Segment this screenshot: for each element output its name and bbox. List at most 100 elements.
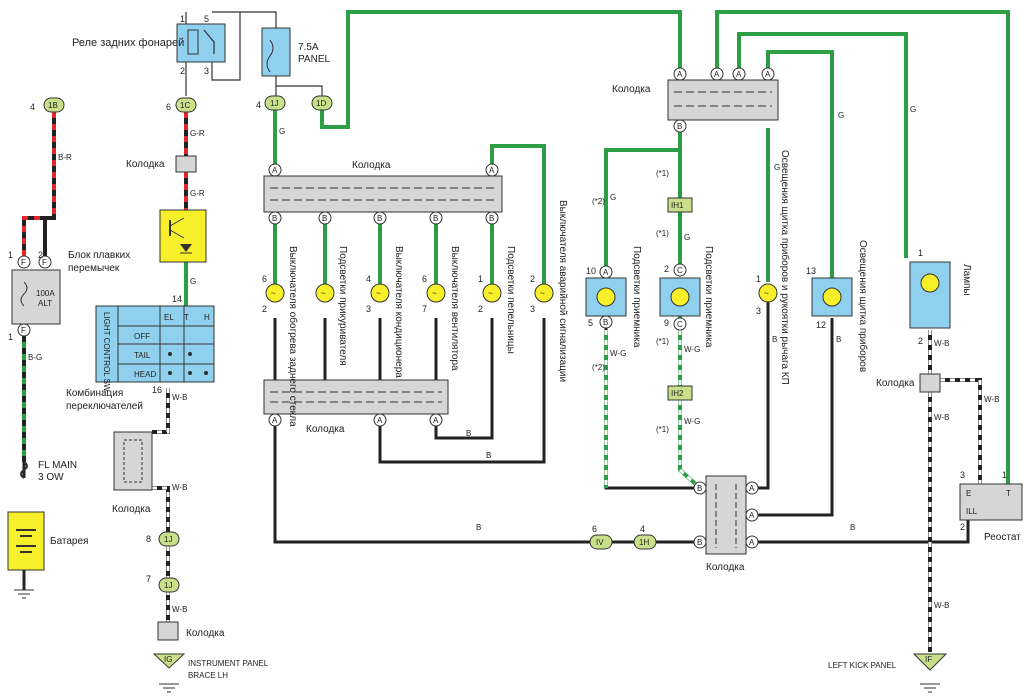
svg-text:4: 4 bbox=[640, 524, 645, 534]
svg-text:переключателей: переключателей bbox=[66, 401, 143, 412]
svg-text:B: B bbox=[272, 214, 277, 223]
svg-text:Комбинация: Комбинация bbox=[66, 387, 123, 399]
svg-text:B: B bbox=[603, 318, 608, 327]
svg-text:(*1): (*1) bbox=[656, 169, 669, 178]
svg-text:16: 16 bbox=[152, 385, 162, 395]
svg-text:~: ~ bbox=[488, 289, 493, 298]
wire-code-labels: B-R G-R G-R G G G G G G G B B B B B B W-… bbox=[28, 105, 999, 614]
svg-text:G: G bbox=[684, 233, 690, 242]
svg-text:IG: IG bbox=[164, 655, 172, 664]
relay-pin-3: 3 bbox=[204, 66, 209, 76]
svg-text:~: ~ bbox=[271, 289, 276, 298]
svg-text:IH2: IH2 bbox=[671, 389, 684, 398]
svg-text:C: C bbox=[677, 266, 683, 275]
svg-text:B: B bbox=[322, 214, 327, 223]
svg-text:Лампы: Лампы bbox=[961, 264, 972, 296]
svg-text:G: G bbox=[190, 277, 196, 286]
svg-text:LEFT KICK PANEL: LEFT KICK PANEL bbox=[828, 661, 897, 670]
svg-text:Выключателя вентилятора: Выключателя вентилятора bbox=[449, 246, 460, 371]
bulb-fan: ~ bbox=[426, 283, 446, 303]
black-wires bbox=[22, 300, 970, 590]
relay-pin-5: 5 bbox=[204, 14, 209, 24]
svg-text:W-G: W-G bbox=[610, 349, 626, 358]
svg-text:9: 9 bbox=[664, 318, 669, 328]
striped-wires bbox=[22, 112, 188, 462]
svg-text:~: ~ bbox=[540, 289, 545, 298]
svg-text:EL: EL bbox=[164, 313, 174, 322]
fusible-link-block: F F 100A ALT F Блок плавких перемычек bbox=[11, 250, 130, 337]
svg-text:3: 3 bbox=[960, 470, 965, 480]
svg-text:B-G: B-G bbox=[28, 353, 42, 362]
svg-text:ILL: ILL bbox=[966, 507, 978, 516]
bulb-ashtray: ~ bbox=[482, 283, 502, 303]
lamps-box: Лампы bbox=[909, 261, 972, 329]
relay-label: Реле задних фонарей bbox=[72, 37, 184, 49]
svg-text:2: 2 bbox=[530, 274, 535, 284]
svg-text:A: A bbox=[603, 268, 609, 277]
svg-text:B: B bbox=[433, 214, 438, 223]
svg-text:1: 1 bbox=[1002, 470, 1007, 480]
svg-text:A: A bbox=[272, 416, 278, 425]
svg-text:4: 4 bbox=[366, 274, 371, 284]
svg-text:6: 6 bbox=[166, 102, 171, 112]
svg-text:Подсветки приемника: Подсветки приемника bbox=[631, 246, 642, 348]
svg-text:IH1: IH1 bbox=[671, 201, 684, 210]
bulb-rear-window: ~ bbox=[265, 283, 285, 303]
svg-text:8: 8 bbox=[146, 534, 151, 544]
svg-text:Выключателя кондиционера: Выключателя кондиционера bbox=[393, 246, 404, 378]
svg-text:2: 2 bbox=[918, 336, 923, 346]
svg-text:F: F bbox=[42, 258, 47, 267]
svg-text:B: B bbox=[377, 214, 382, 223]
svg-text:2: 2 bbox=[664, 264, 669, 274]
svg-text:6: 6 bbox=[592, 524, 597, 534]
svg-text:BRACE LH: BRACE LH bbox=[188, 671, 228, 680]
svg-text:1: 1 bbox=[756, 274, 761, 284]
svg-text:14: 14 bbox=[172, 294, 182, 304]
svg-text:Колодка: Колодка bbox=[612, 84, 651, 95]
svg-text:OFF: OFF bbox=[134, 332, 150, 341]
connector-IV: IV bbox=[589, 534, 613, 550]
fuse-block-label-2: перемычек bbox=[68, 263, 120, 274]
svg-text:B: B bbox=[486, 451, 491, 460]
svg-text:1J: 1J bbox=[164, 535, 172, 544]
svg-text:LIGHT CONTROL SW: LIGHT CONTROL SW bbox=[102, 312, 111, 392]
svg-text:2: 2 bbox=[38, 250, 43, 260]
svg-text:~: ~ bbox=[432, 289, 437, 298]
svg-text:B: B bbox=[489, 214, 494, 223]
svg-text:2: 2 bbox=[478, 304, 483, 314]
svg-text:7: 7 bbox=[422, 304, 427, 314]
svg-text:B: B bbox=[697, 484, 702, 493]
svg-text:W-B: W-B bbox=[172, 605, 187, 614]
relay-pin-2: 2 bbox=[180, 66, 185, 76]
svg-text:G: G bbox=[610, 193, 616, 202]
connector-1B: 1B 4 bbox=[30, 97, 65, 113]
relay-pin-1: 1 bbox=[180, 14, 185, 24]
svg-text:1H: 1H bbox=[639, 538, 649, 547]
right-bottom-connector: Колодка B B A A A bbox=[693, 475, 759, 573]
svg-text:A: A bbox=[736, 70, 742, 79]
svg-text:~: ~ bbox=[764, 289, 769, 298]
svg-text:6: 6 bbox=[262, 274, 267, 284]
rheostat: E T ILL Реостат Колодка IF LEFT KICK PAN… bbox=[828, 373, 1023, 693]
svg-text:Подсветки пепельницы: Подсветки пепельницы bbox=[505, 246, 516, 354]
light-control-switch: EL T H OFF TAIL HEAD LIGHT CONTROL SW 14… bbox=[66, 294, 215, 412]
battery: Батарея bbox=[7, 511, 88, 599]
svg-text:1J: 1J bbox=[164, 581, 172, 590]
svg-text:C: C bbox=[677, 320, 683, 329]
cluster-lamp bbox=[811, 277, 853, 317]
fuse-amp: 7.5A bbox=[298, 42, 319, 53]
svg-text:~: ~ bbox=[321, 289, 326, 298]
bulbs: ~ ~ ~ ~ ~ ~ ~ bbox=[265, 283, 778, 303]
svg-text:7: 7 bbox=[146, 574, 151, 584]
svg-text:1B: 1B bbox=[48, 101, 58, 110]
alt-amp: 100A bbox=[36, 289, 55, 298]
svg-text:A: A bbox=[714, 70, 720, 79]
svg-text:B: B bbox=[476, 523, 481, 532]
svg-text:Колодка: Колодка bbox=[876, 378, 915, 389]
svg-text:W-B: W-B bbox=[172, 483, 187, 492]
svg-text:W-B: W-B bbox=[172, 393, 187, 402]
svg-text:H: H bbox=[204, 313, 210, 322]
svg-text:A: A bbox=[489, 166, 495, 175]
